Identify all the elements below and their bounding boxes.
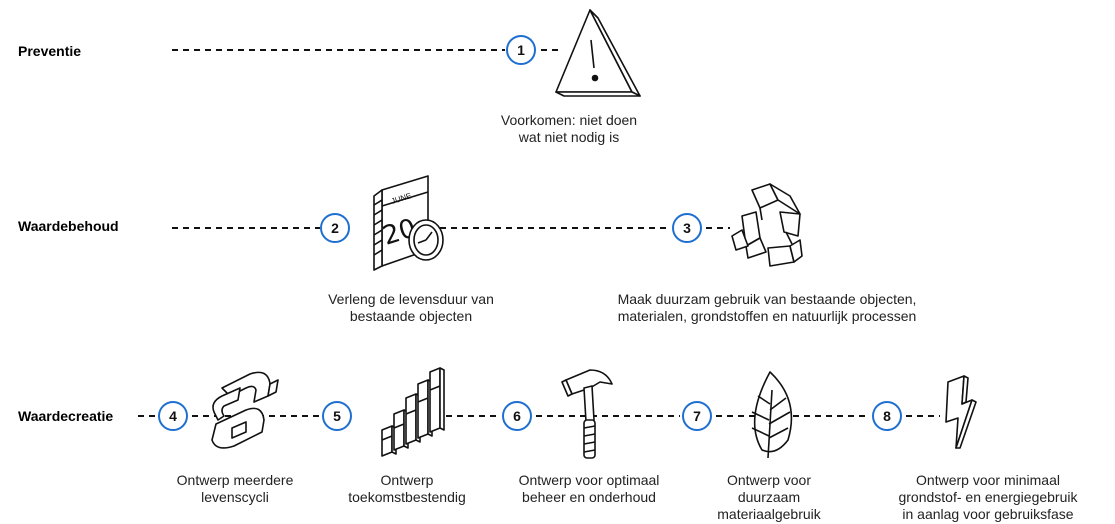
caption-line: beheer en onderhoud (522, 489, 656, 505)
step-caption-8: Ontwerp voor minimaal grondstof- en ener… (868, 472, 1108, 523)
step-caption-3: Maak duurzam gebruik van bestaande objec… (562, 291, 972, 325)
step-badge-4: 4 (158, 401, 188, 431)
caption-line: duurzaam (737, 489, 801, 505)
caption-line: Ontwerp (380, 472, 434, 488)
row-label-preventie: Preventie (18, 43, 82, 59)
step-badge-1: 1 (506, 35, 536, 65)
step-badge-7: 7 (682, 401, 712, 431)
calendar-clock-icon: JUNE 20 (373, 175, 444, 271)
warning-triangle-icon (555, 9, 641, 97)
leaf-icon (751, 371, 793, 459)
caption-line: Ontwerp voor (726, 472, 812, 488)
step-badge-5: 5 (322, 401, 352, 431)
step-badge-8: 8 (872, 401, 902, 431)
growth-blocks-icon (381, 367, 445, 457)
caption-line: Ontwerp meerdere (176, 472, 294, 488)
caption-line: materialen, grondstoffen en natuurlijk p… (617, 308, 917, 324)
step-caption-1: Voorkomen: niet doen wat niet nodig is (484, 112, 654, 146)
step-caption-7: Ontwerp voor duurzaam materiaalgebruik (694, 472, 844, 523)
row-label-waardecreatie: Waardecreatie (18, 408, 114, 424)
caption-line: levenscycli (201, 489, 269, 505)
step-badge-6: 6 (502, 401, 532, 431)
lightning-bolt-icon (945, 375, 977, 449)
caption-line: Verleng de levensduur van (328, 291, 494, 307)
hammer-icon (561, 369, 613, 459)
caption-line: Voorkomen: niet doen (500, 112, 638, 128)
caption-line: bestaande objecten (349, 308, 473, 324)
loop-cycle-icon (211, 371, 279, 449)
caption-line: Maak duurzam gebruik van bestaande objec… (617, 291, 917, 307)
caption-line: Ontwerp voor minimaal (916, 472, 1060, 488)
step-badge-3: 3 (672, 213, 702, 243)
caption-line: wat niet nodig is (518, 129, 620, 145)
step-caption-6: Ontwerp voor optimaal beheer en onderhou… (494, 472, 684, 506)
caption-line: toekomstbestendig (348, 489, 466, 505)
caption-line: materiaalgebruik (717, 506, 821, 522)
step-caption-4: Ontwerp meerdere levenscycli (160, 472, 310, 506)
caption-line: Ontwerp voor optimaal (518, 472, 660, 488)
step-caption-2: Verleng de levensduur van bestaande obje… (296, 291, 526, 325)
caption-line: grondstof- en energiegebruik (898, 489, 1078, 505)
recycle-icon (731, 183, 803, 267)
step-caption-5: Ontwerp toekomstbestendig (332, 472, 482, 506)
caption-line: in aanlag voor gebruiksfase (902, 506, 1074, 522)
step-badge-2: 2 (320, 213, 350, 243)
row-label-waardebehoud: Waardebehoud (18, 218, 119, 234)
